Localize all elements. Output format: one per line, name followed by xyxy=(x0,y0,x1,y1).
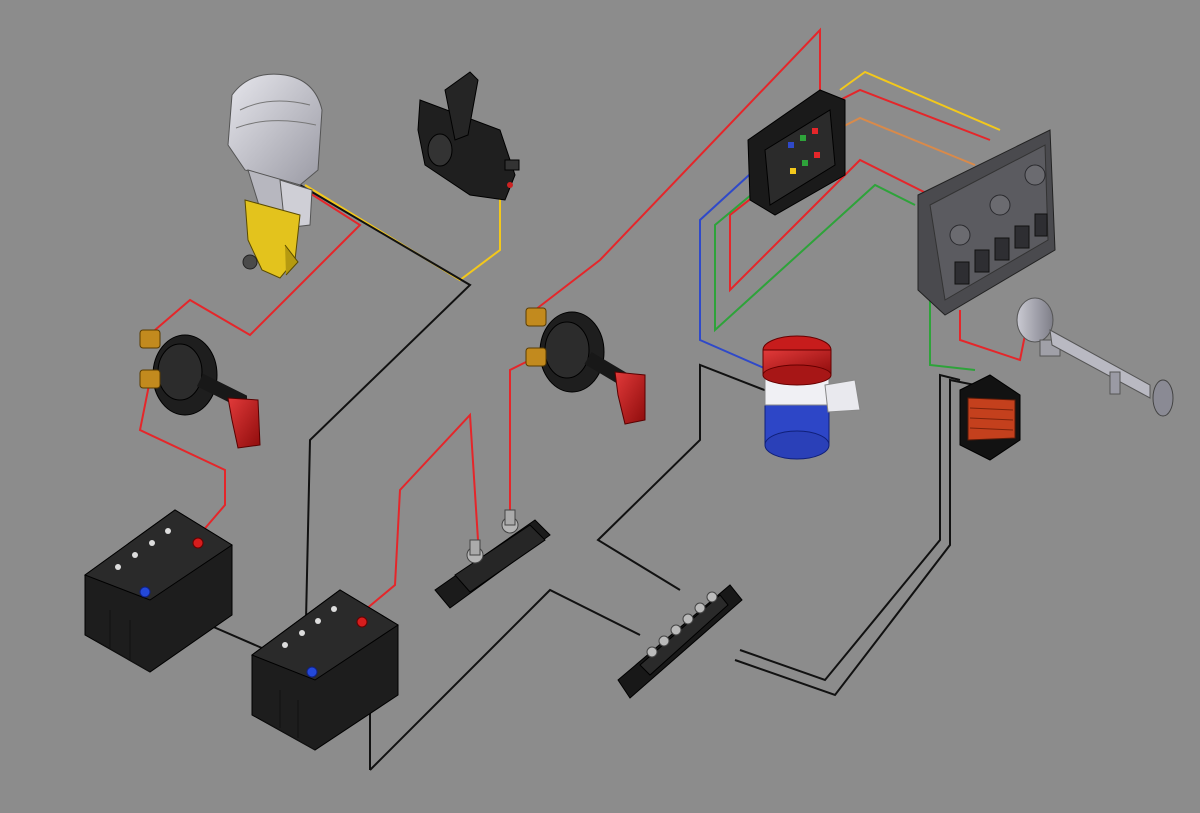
wire-yellow-motor-throttle xyxy=(304,184,501,282)
wire-orange-panel xyxy=(839,116,976,166)
horn-icon xyxy=(1016,297,1174,417)
battery-icon xyxy=(250,589,399,751)
wire-red-motor-switch xyxy=(154,189,362,337)
wire-red-switch-battery xyxy=(138,379,226,541)
wire-black-motor-throttle xyxy=(299,184,472,666)
wire-red-switch-fusepanel xyxy=(534,27,821,311)
wire-red-horn xyxy=(959,310,1026,362)
rotary-switch-icon xyxy=(139,329,261,449)
bilge-pump-icon xyxy=(762,335,861,460)
rotary-switch-icon xyxy=(525,307,646,425)
switch-panel-icon xyxy=(917,129,1056,316)
bus-bar-icon xyxy=(617,584,743,699)
wire-green-navlight xyxy=(929,300,976,371)
wire-red-battery-fuse xyxy=(364,412,479,611)
wire-red-panel-1 xyxy=(839,88,991,141)
wire-green-panel xyxy=(714,174,916,333)
wire-yellow-panel xyxy=(839,70,1001,131)
fuse-panel-icon xyxy=(747,89,846,216)
wire-black-navlight-bus xyxy=(739,373,961,682)
wire-red-fuse-switch2 xyxy=(509,359,531,520)
fuse-holder-icon xyxy=(434,509,551,609)
wire-blue-pump xyxy=(699,164,781,376)
battery-icon xyxy=(83,509,233,673)
wire-black-navlight-bus-2 xyxy=(734,378,976,697)
wire-black-bus-bar xyxy=(369,588,641,771)
outboard-motor-icon xyxy=(227,73,323,279)
wires xyxy=(138,27,1026,771)
navigation-light-icon xyxy=(959,374,1021,461)
throttle-lever-icon xyxy=(417,71,520,201)
